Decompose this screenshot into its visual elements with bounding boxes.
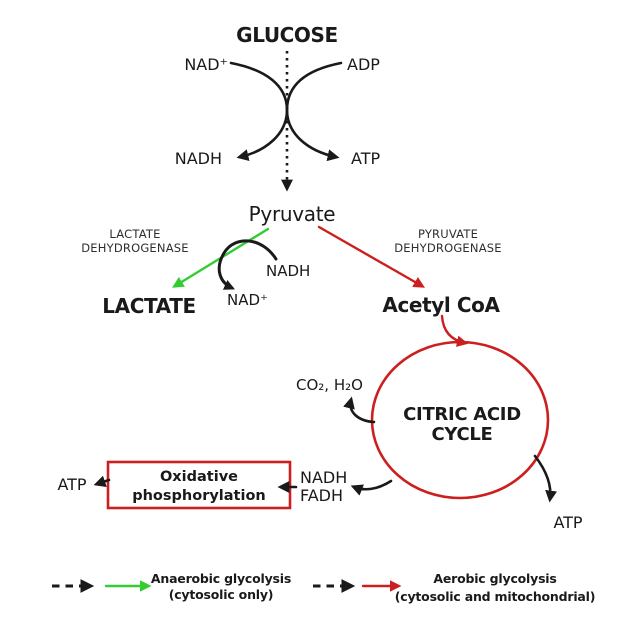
lactate-label: LACTATE (102, 294, 195, 318)
branch-nad-plus-label: NAD⁺ (227, 291, 268, 309)
cycle-fadh-label: FADH (300, 486, 343, 505)
oxidative-phosphorylation-label-line2: phosphorylation (132, 488, 266, 504)
adp-label: ADP (347, 55, 380, 74)
citric-acid-cycle-label-line1: CITRIC ACID (403, 404, 521, 425)
citric-acid-cycle-label-line2: CYCLE (431, 424, 492, 445)
nad-plus-label: NAD⁺ (184, 55, 228, 74)
lactate-dehydrogenase-label-line2: DEHYDROGENASE (81, 241, 189, 255)
nadh-label: NADH (175, 149, 222, 168)
acetyl-coa-label: Acetyl CoA (382, 293, 500, 317)
cycle-atp-label: ATP (553, 513, 582, 532)
legend-anaerobic-label-line1: Anaerobic glycolysis (151, 571, 291, 586)
branch-nadh-label: NADH (266, 262, 310, 280)
acetylcoa-to-cycle-arrow (440, 314, 469, 347)
cycle-to-nadh-fadh-arrow (350, 479, 393, 496)
pyruvate-to-acetylcoa-arrow (317, 225, 425, 288)
pyruvate-dehydrogenase-label-line1: PYRUVATE (418, 227, 478, 241)
atp-label: ATP (351, 149, 380, 168)
cycle-to-co2-arrow (343, 396, 376, 424)
cycle-to-atp-arrow (533, 454, 558, 503)
co2-h2o-label: CO₂, H₂O (296, 376, 363, 394)
legend-anaerobic-label-line2: (cytosolic only) (169, 587, 274, 602)
legend-anaerobic: Anaerobic glycolysis (cytosolic only) (52, 571, 291, 602)
pyruvate-label: Pyruvate (249, 202, 336, 226)
cycle-nadh-label: NADH (300, 468, 347, 487)
nadh-to-nad-arc (217, 239, 278, 290)
adp-to-atp-curve (285, 61, 343, 162)
nad-to-nadh-curve (229, 61, 289, 161)
box-to-atp-arrow (93, 475, 111, 488)
legend-aerobic-label-line2: (cytosolic and mitochondrial) (395, 589, 596, 604)
glucose-label: GLUCOSE (236, 23, 338, 47)
oxphos-atp-label: ATP (57, 475, 86, 494)
oxidative-phosphorylation-box (106, 460, 292, 510)
citric-acid-cycle-circle (370, 340, 550, 500)
oxidative-phosphorylation-label-line1: Oxidative (160, 469, 238, 485)
legend-aerobic-label-line1: Aerobic glycolysis (433, 571, 556, 586)
legend-aerobic: Aerobic glycolysis (cytosolic and mitoch… (313, 571, 595, 604)
lactate-dehydrogenase-label-line1: LACTATE (109, 227, 160, 241)
pyruvate-dehydrogenase-label-line2: DEHYDROGENASE (394, 241, 502, 255)
